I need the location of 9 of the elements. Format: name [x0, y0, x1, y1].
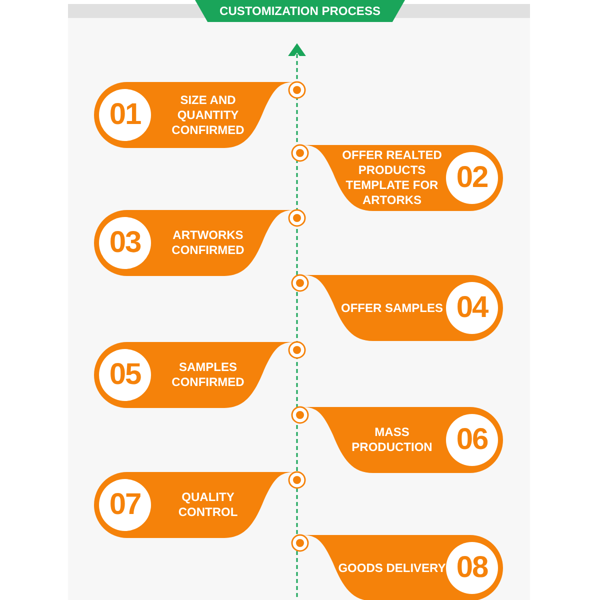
step-label: SAMPLES CONFIRMED: [170, 360, 246, 390]
step-label: OFFER REALTED PRODUCTS TEMPLATE FOR ARTORKS: [341, 148, 443, 208]
step-label: OFFER SAMPLES: [340, 301, 444, 316]
step-label: GOODS DELIVERY: [338, 561, 446, 576]
step-label: MASS PRODUCTION: [350, 425, 434, 455]
step-label: QUALITY CONTROL: [177, 490, 239, 520]
step-label: SIZE AND QUANTITY CONFIRMED: [170, 93, 246, 138]
title-banner: CUSTOMIZATION PROCESS: [195, 0, 405, 22]
step-label: ARTWORKS CONFIRMED: [170, 228, 246, 258]
